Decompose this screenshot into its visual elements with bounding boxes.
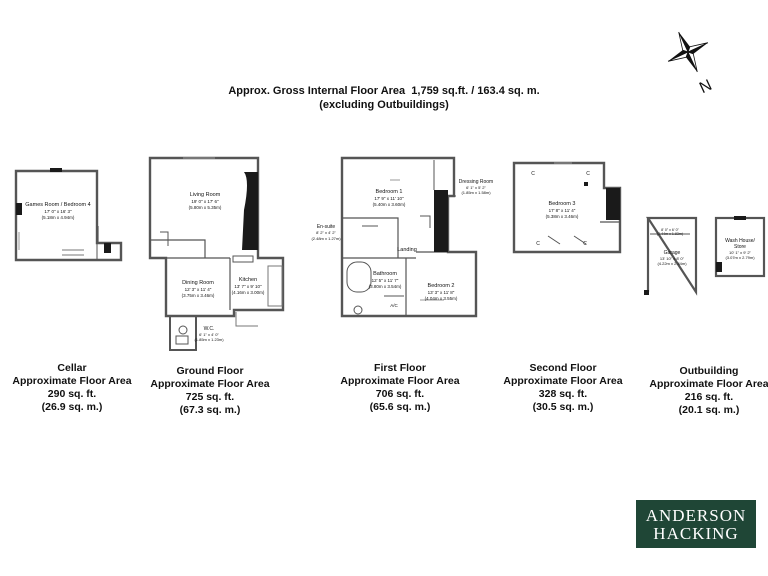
gross-area-heading: Approx. Gross Internal Floor Area 1,759 … (0, 84, 768, 112)
gross-area-line2: (excluding Outbuildings) (319, 99, 449, 111)
floor-sqft: 216 sq. ft. (684, 391, 734, 403)
floor-area-label: Approximate Floor Area (150, 378, 270, 390)
room-label-bathroom: Bathroom (373, 271, 397, 277)
floor-name: First Floor (374, 362, 426, 374)
room-metric-living: (5.80m x 5.35m) (189, 205, 222, 210)
room-label-ensuite: En-suite (317, 224, 336, 230)
room-dims-games: 17' 0" x 16' 3" (44, 209, 72, 214)
room-metric-washhouse: (3.07m x 2.79m) (725, 255, 755, 260)
first-floor-plan (340, 156, 478, 318)
room-dims-washhouse: 10' 1" x 9' 2" (729, 250, 752, 255)
cupboard-marker: C (531, 171, 535, 177)
compass-icon: N (660, 28, 720, 100)
caption-second-floor: Second Floor Approximate Floor Area 328 … (488, 362, 638, 414)
room-dims-garage: 13' 10" x 8' 0" (660, 256, 685, 261)
room-label-living: Living Room (190, 192, 221, 198)
floor-sqft: 706 sq. ft. (375, 388, 425, 400)
room-dims-living: 19' 0" x 17' 6" (191, 199, 219, 204)
floor-name: Second Floor (529, 362, 597, 374)
room-label-garage: Garage (664, 250, 681, 256)
room-metric-bedroom2: (4.04m x 3.55m) (425, 296, 458, 301)
floor-area-label: Approximate Floor Area (649, 378, 768, 390)
logo-line2: HACKING (653, 524, 739, 543)
room-metric-wc: (1.85m x 1.23m) (194, 337, 224, 342)
floor-sqft: 328 sq. ft. (538, 388, 588, 400)
room-label-wc: W.C. (204, 326, 215, 332)
room-metric-ensuite: (2.48m x 1.27m) (311, 236, 341, 241)
room-dims-bedroom2: 13' 3" x 11' 8" (428, 290, 455, 295)
room-label-landing: Landing (397, 247, 417, 253)
second-floor-plan (512, 161, 622, 254)
caption-cellar: Cellar Approximate Floor Area 290 sq. ft… (0, 362, 147, 414)
room-dims-ensuite: 8' 2" x 4' 2" (316, 230, 336, 235)
floor-area-label: Approximate Floor Area (12, 375, 132, 387)
room-metric-dining: (3.75m x 3.46m) (182, 293, 215, 298)
floor-sqm: (26.9 sq. m.) (41, 401, 103, 413)
room-label-dining: Dining Room (182, 280, 214, 286)
floor-sqm: (20.1 sq. m.) (678, 404, 740, 416)
room-metric-bedroom3: (5.38m x 3.46m) (546, 214, 579, 219)
gross-area-line1: Approx. Gross Internal Floor Area 1,759 … (228, 85, 540, 97)
room-label-washhouse-2: Store (734, 244, 746, 250)
room-label-ac: A/C (390, 303, 398, 308)
room-dims-bedroom1: 17' 9" x 11' 10" (374, 196, 404, 201)
logo-line1: ANDERSON (645, 506, 747, 525)
room-dims-dining: 12' 3" x 11' 4" (185, 287, 212, 292)
ground-floor-plan (148, 156, 285, 351)
room-metric-bedroom1: (5.40m x 3.60m) (373, 202, 406, 207)
caption-outbuilding: Outbuilding Approximate Floor Area 216 s… (634, 365, 768, 417)
cupboard-marker: C (583, 241, 587, 247)
floor-name: Cellar (57, 362, 87, 374)
cellar-plan (14, 168, 123, 262)
floor-sqm: (65.6 sq. m.) (369, 401, 431, 413)
room-metric-garage: (4.22m x 2.44m) (657, 261, 687, 266)
anderson-hacking-logo: ANDERSON HACKING (636, 500, 756, 548)
room-label-bedroom2: Bedroom 2 (428, 283, 455, 289)
room-metric-kitchen: (4.16m x 3.00m) (232, 290, 265, 295)
room-dims-bathroom: 12' 5" x 11' 7" (372, 278, 399, 283)
room-label-games: Games Room / Bedroom 4 (25, 202, 90, 208)
outbuilding-plan (644, 216, 766, 296)
room-dims-bedroom3: 17' 8" x 11' 4" (549, 208, 576, 213)
room-label-bedroom3: Bedroom 3 (549, 201, 576, 207)
floor-sqm: (67.3 sq. m.) (179, 404, 241, 416)
room-dims-dressing: 6' 1" x 5' 2" (466, 185, 486, 190)
room-label-bedroom1: Bedroom 1 (376, 189, 403, 195)
caption-ground-floor: Ground Floor Approximate Floor Area 725 … (135, 365, 285, 417)
floor-name: Ground Floor (176, 365, 244, 377)
cupboard-marker: C (536, 241, 540, 247)
room-metric-dressing: (1.85m x 1.58m) (461, 190, 491, 195)
room-dims-garage-small: 8' 0" x 6' 0" (661, 228, 679, 232)
room-label-washhouse-1: Wash House/ (725, 238, 755, 244)
floor-sqft: 725 sq. ft. (185, 391, 235, 403)
room-metric-garage-small: (2.44m x 1.83m) (657, 232, 683, 236)
caption-first-floor: First Floor Approximate Floor Area 706 s… (325, 362, 475, 414)
room-metric-bathroom: (3.80m x 3.54m) (369, 284, 402, 289)
floor-sqft: 290 sq. ft. (47, 388, 97, 400)
room-dims-kitchen: 13' 7" x 9' 10" (234, 284, 262, 289)
floor-area-label: Approximate Floor Area (340, 375, 460, 387)
floor-area-label: Approximate Floor Area (503, 375, 623, 387)
floor-sqm: (30.5 sq. m.) (532, 401, 594, 413)
room-metric-games: (5.18m x 4.94m) (42, 215, 75, 220)
room-label-kitchen: Kitchen (239, 277, 257, 283)
room-dims-wc: 6' 1" x 4' 0" (199, 332, 219, 337)
floor-name: Outbuilding (679, 365, 739, 377)
room-label-dressing: Dressing Room (459, 179, 493, 185)
cupboard-marker: C (586, 171, 590, 177)
